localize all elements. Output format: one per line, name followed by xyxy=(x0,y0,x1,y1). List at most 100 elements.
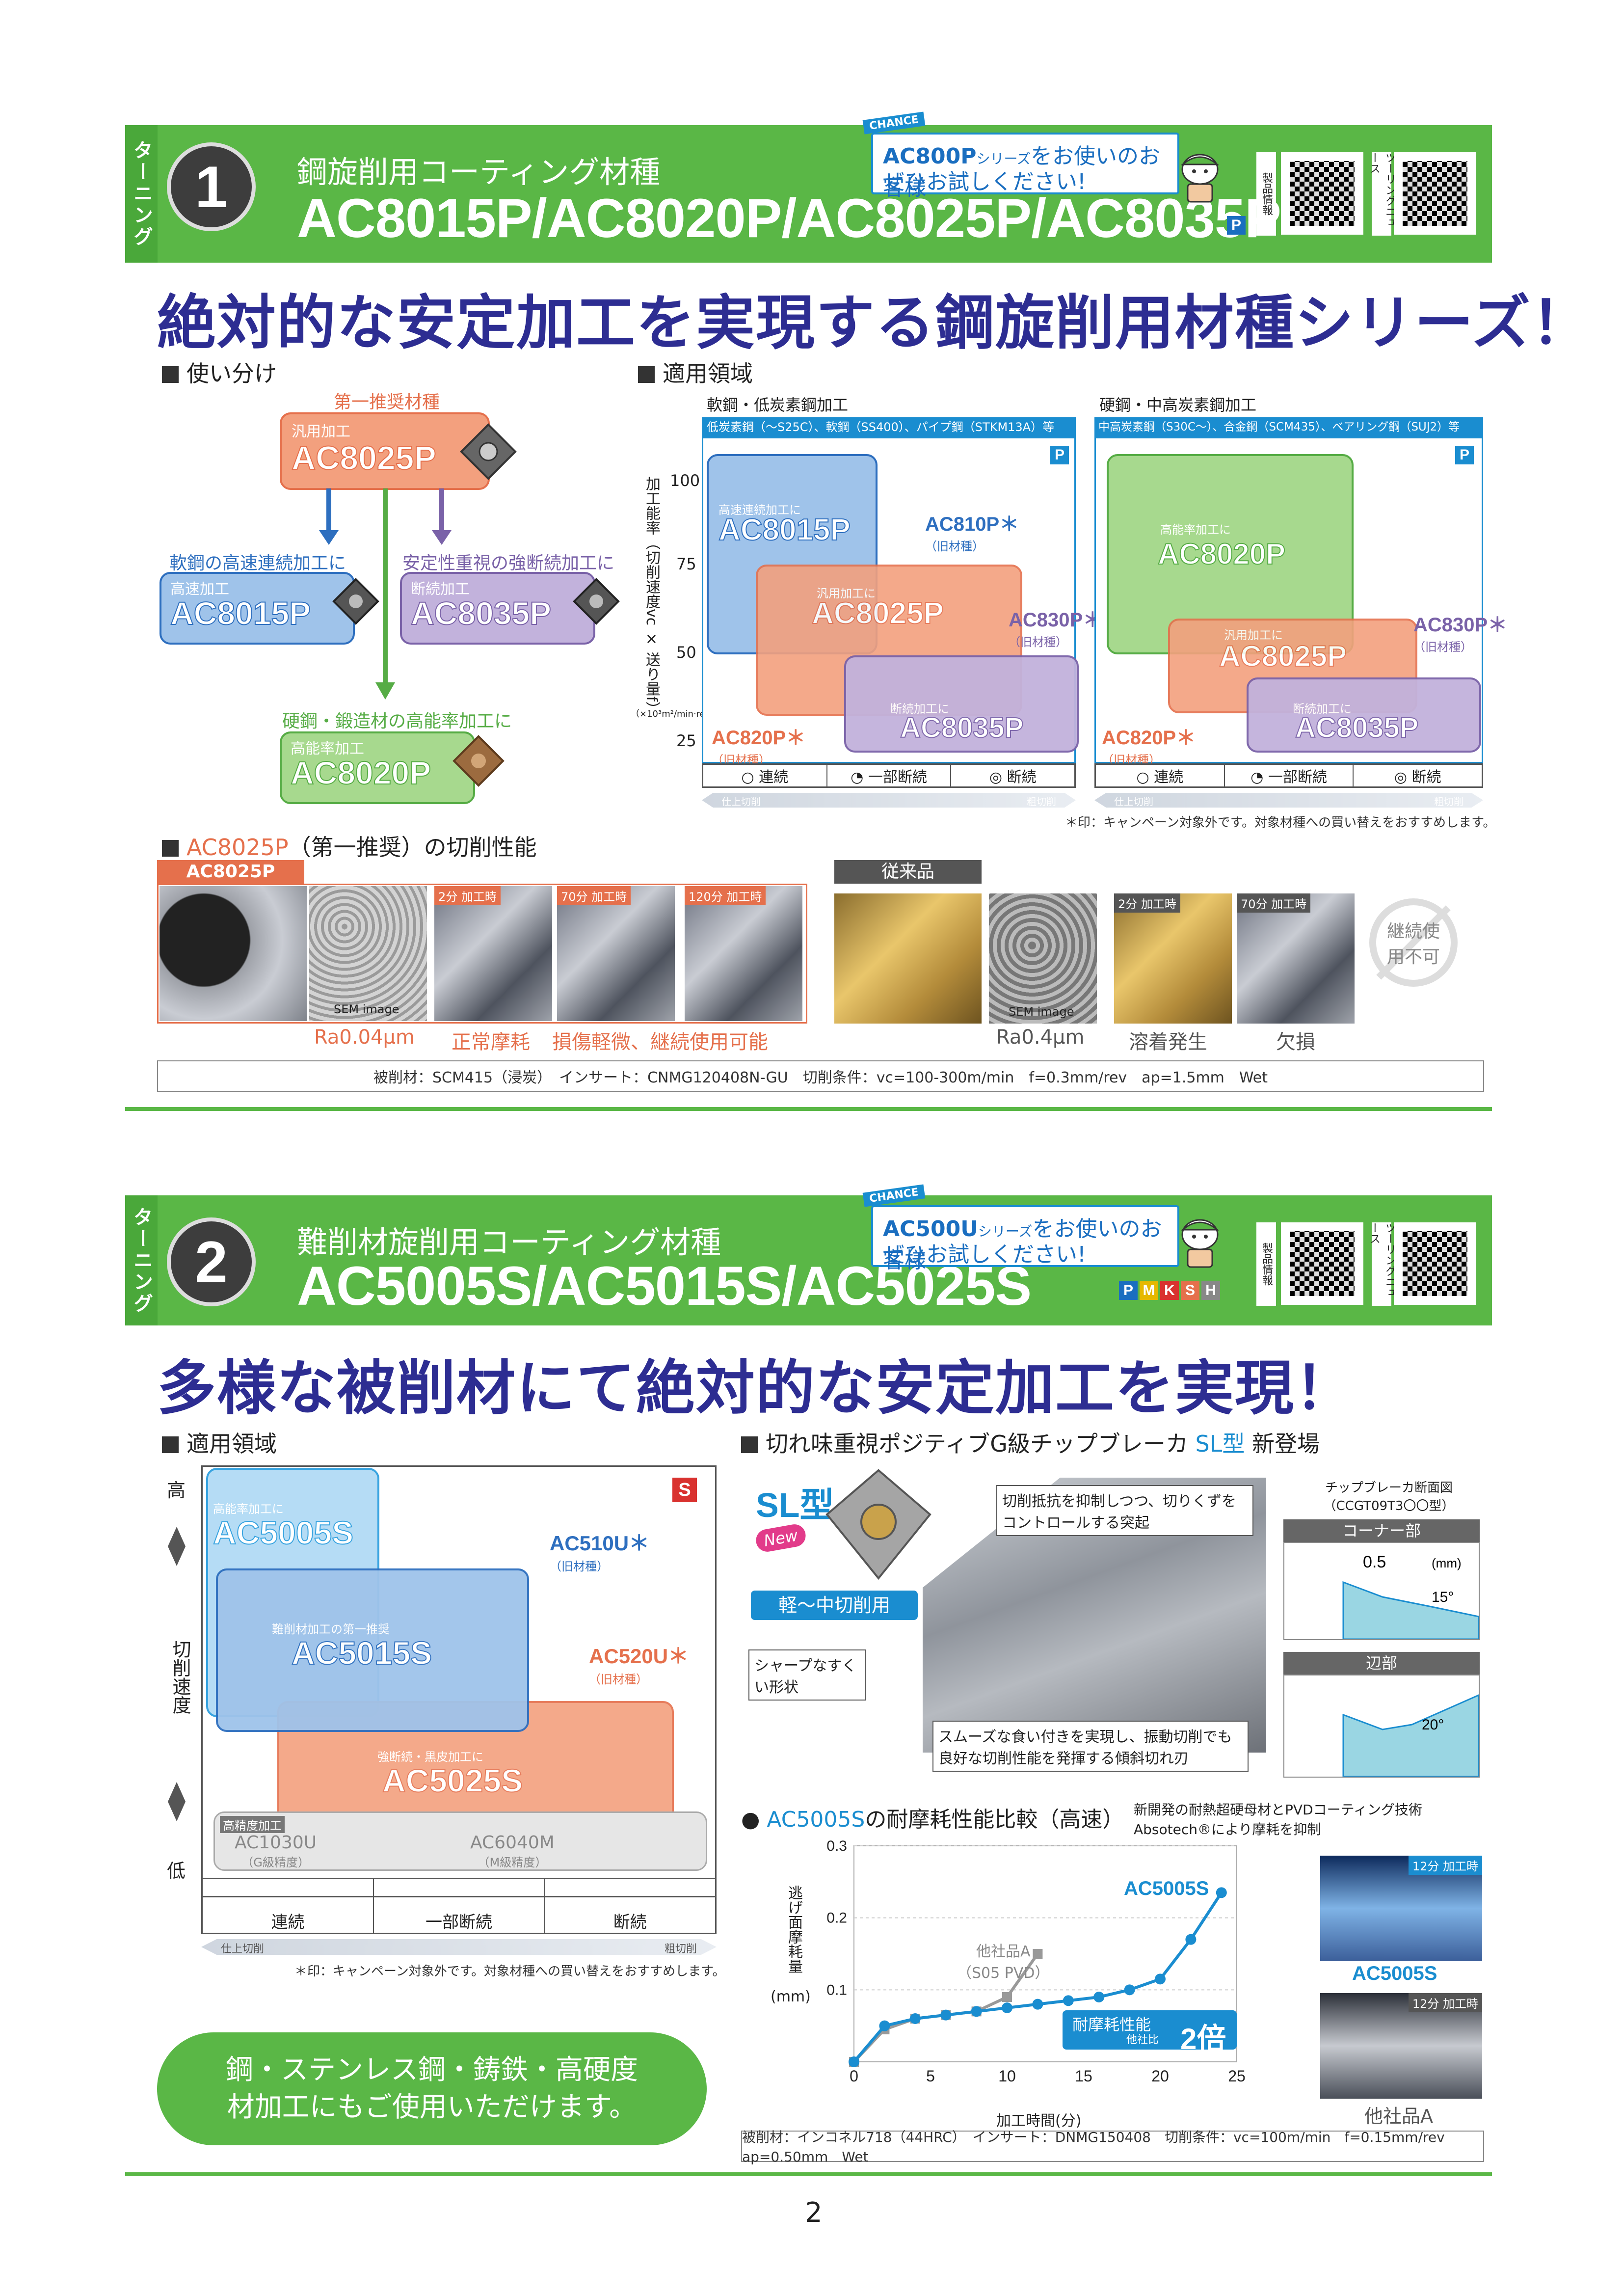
data-point xyxy=(1032,1999,1043,2010)
int-label: 強断続・黒皮加工に xyxy=(377,1750,483,1764)
y-tick-label: 0.1 xyxy=(826,1982,847,1998)
ac8025p-region-name: AC8025P xyxy=(811,596,944,631)
conv-wear-70min: 70分 加工時 xyxy=(1237,893,1355,1024)
wear-title: ● AC5005Sの耐摩耗性能比較（高速） xyxy=(741,1807,1124,1832)
x-axis-label: 加工時間(分) xyxy=(996,2112,1082,2130)
usage-arrows xyxy=(319,488,452,700)
section-title: チップブレーカ断面図（CCGT09T3〇〇型） xyxy=(1323,1481,1455,1513)
callout-1: 切削抵抗を抑制しつつ、切りくずをコントロールする突起 xyxy=(996,1485,1253,1536)
y-axis-unit: (mm) xyxy=(771,1988,811,2005)
wear-comment: 欠損 xyxy=(1276,1031,1315,1053)
ac8035p-region-name: AC8035P xyxy=(1295,711,1419,744)
left-caption: 軟鋼の高速連続加工に xyxy=(169,553,346,573)
svg-text:20°: 20° xyxy=(1422,1717,1444,1733)
qr-label-news: ツーリングニュース xyxy=(1368,1222,1396,1306)
first-label: 難削材加工の第一推奨 xyxy=(272,1622,390,1636)
mode-interrupted: 断続 xyxy=(613,1913,647,1932)
section1-number: 1 xyxy=(167,142,256,231)
ac5005s-wear-photo: 12分 加工時 xyxy=(1320,1856,1482,1961)
mode-interrupted: ◎ 断続 xyxy=(1394,769,1441,786)
ac5005s-line-label: AC5005S xyxy=(1124,1878,1209,1899)
perf-tag: AC8025P xyxy=(157,860,304,884)
mascot-icon xyxy=(1178,150,1222,204)
chance-text-2: ぜひお試しください! xyxy=(883,169,1086,194)
first-choice-label: 第一推奨材種 xyxy=(334,392,440,412)
wear-desc: 新開発の耐熱超硬母材とPVDコーティング技術Absotech®により摩耗を抑制 xyxy=(1134,1802,1422,1837)
ac8015p-box: 高速加工 AC8015P xyxy=(160,572,355,645)
corner-label: コーナー部 xyxy=(1283,1519,1480,1542)
ac5015s-name: AC5015S xyxy=(291,1634,432,1672)
iso-k-badge: K xyxy=(1160,1281,1179,1300)
insert-icon xyxy=(331,577,380,628)
s2-area-footnote: ＊印：キャンペーン対象外です。対象材種への買い替えをおすすめします。 xyxy=(294,1964,725,1979)
speed-arrow-icon xyxy=(168,1527,186,1821)
not-usable-icon: 継続使用不可 xyxy=(1369,898,1458,987)
insert-icon xyxy=(572,577,621,628)
right-label: 断続加工 xyxy=(411,581,470,598)
int-label: 断続加工に xyxy=(890,702,949,716)
wear-photo-2min: 2分 加工時 xyxy=(434,886,552,1021)
chance-text: をお使いのお客様 xyxy=(883,144,1161,200)
iso-p-badge: P xyxy=(1119,1281,1138,1300)
qr-label-product: 製品情報 xyxy=(1256,1222,1276,1306)
y-tick-label: 0.2 xyxy=(826,1910,847,1926)
chance-text-2: ぜひお試しください! xyxy=(883,1242,1086,1267)
data-point xyxy=(879,2020,890,2031)
chance-series-suffix: シリーズ xyxy=(976,151,1031,167)
left-panel-sub: 低炭素鋼（〜S25C）、軟鋼（SS400）、パイプ鋼（STKM13A）等 xyxy=(702,417,1076,437)
speed-high: 高 xyxy=(167,1480,186,1501)
qr-code-news-icon[interactable] xyxy=(1394,152,1476,235)
chance-series-name: AC800P xyxy=(883,144,977,169)
hs-label: 高速連続加工に xyxy=(718,503,801,517)
section2-tab: ターニング xyxy=(125,1195,158,1325)
ac5025s-name: AC5025S xyxy=(382,1762,523,1799)
y-tick-label: 0.3 xyxy=(826,1838,847,1854)
section1-tab: ターニング xyxy=(125,125,158,263)
qr-code-product-icon[interactable] xyxy=(1281,1222,1363,1305)
section2-chance-box: CHANCE AC500Uシリーズをお使いのお客様 ぜひお試しください! xyxy=(862,1184,1179,1273)
perf-title: AC8025P（第一推奨）の切削性能 xyxy=(162,830,537,862)
usage-bubble: 鋼・ステンレス鋼・鋳鉄・高硬度材加工にもご使用いただけます。 xyxy=(157,2032,707,2145)
s2-finish-rough-arrow: 仕上切削粗切削 xyxy=(201,1939,717,1955)
ac8035p-name: AC8035P xyxy=(410,594,552,632)
cutting-conditions: 被削材：SCM415（浸炭） インサート：CNMG120408N-GU 切削条件… xyxy=(157,1060,1484,1092)
data-point xyxy=(849,2056,859,2067)
wear-comment: 溶着発生 xyxy=(1129,1031,1207,1053)
finish-rough-arrow: 仕上切削粗切削 xyxy=(702,793,1076,808)
chance-series-name: AC500U xyxy=(883,1216,978,1242)
insert-icon xyxy=(459,422,518,483)
usage-title: 使い分け xyxy=(162,356,277,388)
sem-image: SEM image xyxy=(309,886,427,1021)
mode-partial: ◔ 一部断続 xyxy=(827,765,952,786)
left-panel-head: 軟鋼・低炭素鋼加工 xyxy=(707,396,849,414)
mode-interrupted: ◎ 断続 xyxy=(989,769,1037,786)
wear-comment: 正常摩耗 xyxy=(452,1031,530,1053)
qr-label-product: 製品情報 xyxy=(1256,152,1276,236)
ac820p-label: AC820P＊（旧材種） xyxy=(1102,727,1196,767)
edge-section: 20° xyxy=(1283,1675,1480,1778)
ac8025p-region-name: AC8025P xyxy=(1219,639,1347,673)
ac8035p-box: 断続加工 AC8035P xyxy=(400,572,595,645)
conv-sem-image: SEM image xyxy=(989,893,1097,1024)
insert-photo xyxy=(160,886,307,1021)
data-point xyxy=(1155,1973,1166,1985)
qr-code-news-icon[interactable] xyxy=(1394,1222,1476,1305)
corner-section: 0.5(mm)15° xyxy=(1283,1542,1480,1640)
y-axis-unit: （×10³m²/min·rev） xyxy=(631,709,719,719)
wear-photo-120min: 120分 加工時 xyxy=(685,886,802,1021)
x-tick-label: 20 xyxy=(1151,2067,1169,2085)
data-point xyxy=(1216,1887,1227,1898)
callout-3: スムーズな食い付きを実現し、振動切削でも良好な切削性能を発揮する傾斜切れ刃 xyxy=(932,1721,1249,1772)
ra-label: Ra0.04μm xyxy=(314,1026,415,1049)
edge-label: 辺部 xyxy=(1283,1652,1480,1675)
ac820p-label: AC820P＊（旧材種） xyxy=(712,727,806,767)
s2-cutting-conditions: 被削材：インコネル718（44HRC） インサート：DNMG150408 切削条… xyxy=(741,2129,1484,2165)
data-point xyxy=(971,2006,982,2017)
area-title: 適用領域 xyxy=(638,356,753,388)
qr-code-product-icon[interactable] xyxy=(1281,152,1363,235)
ac8035p-region-right: 断続加工に AC8035P xyxy=(1247,677,1481,753)
y-tick: 25 xyxy=(676,731,696,750)
ac8015p-region-name: AC8015P xyxy=(718,513,851,547)
mode-row: ○ 連続 ◔ 一部断続 ◎ 断続 xyxy=(702,763,1076,788)
ac8015p-name: AC8015P xyxy=(170,594,311,632)
